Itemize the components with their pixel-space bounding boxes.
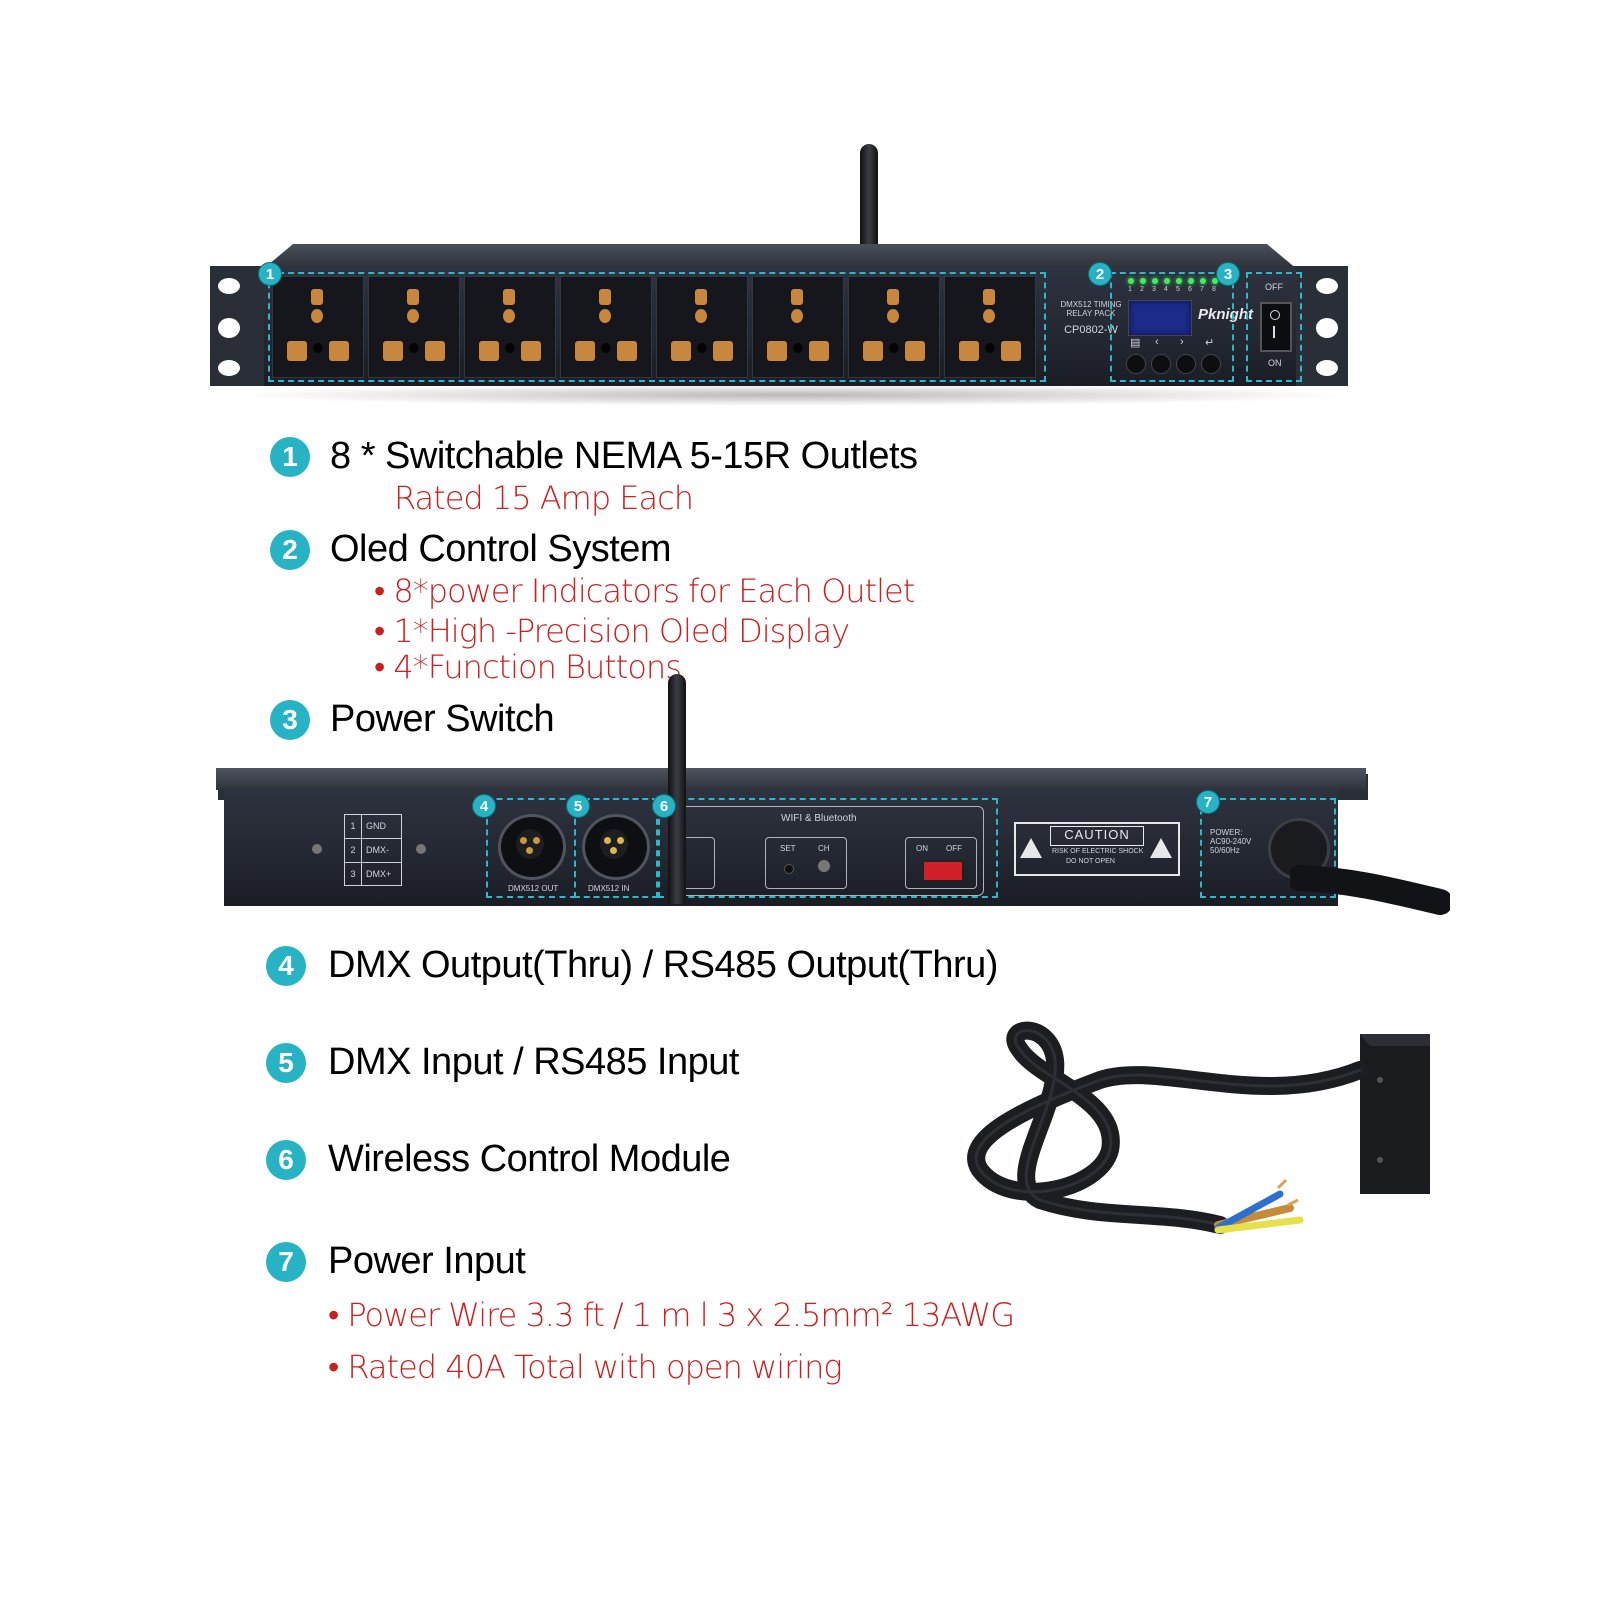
- outlet-indicator-3: 3: [1152, 278, 1158, 293]
- feature-7-detail-2: • Rated 40A Total with open wiring: [328, 1348, 843, 1386]
- caution-label: CAUTION RISK OF ELECTRIC SHOCK DO NOT OP…: [1014, 822, 1180, 876]
- set-button[interactable]: [784, 864, 794, 874]
- feature-2-title: Oled Control System: [330, 528, 672, 570]
- rear-badge-4: 4: [472, 794, 496, 818]
- oled-display: [1128, 300, 1192, 336]
- outlet-3: [464, 276, 556, 378]
- outlet-indicator-1: 1: [1128, 278, 1134, 293]
- outlet-indicator-8: 8: [1212, 278, 1218, 293]
- feature-6-badge: 6: [266, 1140, 306, 1180]
- brand-logo: Pknight: [1198, 306, 1253, 323]
- feature-1-badge: 1: [270, 437, 310, 477]
- outlet-5: [656, 276, 748, 378]
- outlet-indicator-5: 5: [1176, 278, 1182, 293]
- feature-3-badge: 3: [270, 700, 310, 740]
- switch-off-label: OFF: [1265, 282, 1283, 292]
- power-cable: [1290, 865, 1450, 915]
- front-badge-1: 1: [258, 262, 282, 286]
- feature-5-title: DMX Input / RS485 Input: [328, 1041, 739, 1083]
- set-ch-panel: SET CH: [765, 837, 847, 889]
- feature-6-title: Wireless Control Module: [328, 1138, 731, 1180]
- outlet-2: [368, 276, 460, 378]
- outlet-indicator-6: 6: [1188, 278, 1194, 293]
- wireless-title: WIFI & Bluetooth: [781, 813, 857, 824]
- dmx-out-highlight: [486, 798, 576, 898]
- feature-5-badge: 5: [266, 1043, 306, 1083]
- ch-knob[interactable]: [818, 860, 830, 872]
- function-button-glyph: ↵: [1205, 337, 1215, 349]
- front-badge-3: 3: [1216, 262, 1240, 286]
- wireless-module: WIFI & Bluetooth SET CH ON OFF: [668, 806, 984, 896]
- feature-4-badge: 4: [266, 946, 306, 986]
- feature-7-title: Power Input: [328, 1240, 526, 1282]
- function-buttons: ▤ ‹ › ↵: [1118, 336, 1228, 380]
- control-highlight: [1110, 272, 1234, 382]
- dmx-in-connector[interactable]: [582, 814, 650, 880]
- dmx-in-highlight: [574, 798, 658, 898]
- outlet-6: [752, 276, 844, 378]
- outlet-indicator-7: 7: [1200, 278, 1206, 293]
- outlet-indicator-4: 4: [1164, 278, 1170, 293]
- feature-7-badge: 7: [266, 1242, 306, 1282]
- switch-on-label: ON: [1268, 358, 1282, 368]
- feature-2-detail-1: • 8*power Indicators for Each Outlet: [374, 572, 915, 610]
- outlet-row: [272, 276, 1042, 378]
- feature-4-title: DMX Output(Thru) / RS485 Output(Thru): [328, 944, 998, 986]
- feature-2-detail-3: • 4*Function Buttons: [374, 648, 682, 686]
- rear-badge-7: 7: [1196, 790, 1220, 814]
- function-button-1[interactable]: [1126, 354, 1146, 374]
- feature-7-detail-1: • Power Wire 3.3 ft / 1 m l 3 x 2.5mm² 1…: [328, 1296, 1015, 1334]
- rear-badge-6: 6: [652, 794, 676, 818]
- wireless-power-switch[interactable]: [922, 860, 964, 882]
- rear-badge-5: 5: [566, 794, 590, 818]
- outlet-indicator-2: 2: [1140, 278, 1146, 293]
- rack-ear-left: [210, 266, 268, 386]
- front-badge-2: 2: [1088, 262, 1112, 286]
- antenna: [860, 144, 878, 254]
- outlet-4: [560, 276, 652, 378]
- power-input-highlight: [1200, 798, 1336, 898]
- dmx-out-label: DMX512 OUT: [508, 884, 559, 893]
- coiled-power-cable: [967, 1021, 1430, 1234]
- dmx-in-label: DMX512 IN: [588, 884, 630, 893]
- feature-2-badge: 2: [270, 530, 310, 570]
- outlet-8: [944, 276, 1036, 378]
- rear-antenna: [668, 674, 686, 904]
- feature-2-detail-2: • 1*High -Precision Oled Display: [374, 612, 850, 650]
- feature-3-title: Power Switch: [330, 698, 555, 740]
- dmx-out-connector[interactable]: [498, 814, 566, 880]
- function-button-glyph: ›: [1180, 336, 1184, 348]
- function-button-3[interactable]: [1176, 354, 1196, 374]
- outlet-1: [272, 276, 364, 378]
- switch-highlight: [1246, 272, 1302, 382]
- power-switch[interactable]: [1260, 302, 1292, 352]
- function-button-glyph: ▤: [1130, 337, 1141, 349]
- wireless-highlight: [658, 798, 998, 898]
- model-text: DMX512 TIMING RELAY PACK CP0802-W: [1060, 300, 1122, 336]
- feature-1-detail: Rated 15 Amp Each: [394, 479, 694, 517]
- outlet-7: [848, 276, 940, 378]
- rack-ear-right: [1290, 266, 1348, 386]
- feature-1-title: 8 * Switchable NEMA 5-15R Outlets: [330, 435, 918, 477]
- function-button-4[interactable]: [1201, 354, 1221, 374]
- function-button-2[interactable]: [1151, 354, 1171, 374]
- power-spec: POWER: AC90-240V 50/60Hz: [1210, 828, 1252, 855]
- outlets-highlight: [268, 272, 1046, 382]
- function-button-glyph: ‹: [1155, 336, 1159, 348]
- wireless-switch-panel: ON OFF: [905, 837, 977, 889]
